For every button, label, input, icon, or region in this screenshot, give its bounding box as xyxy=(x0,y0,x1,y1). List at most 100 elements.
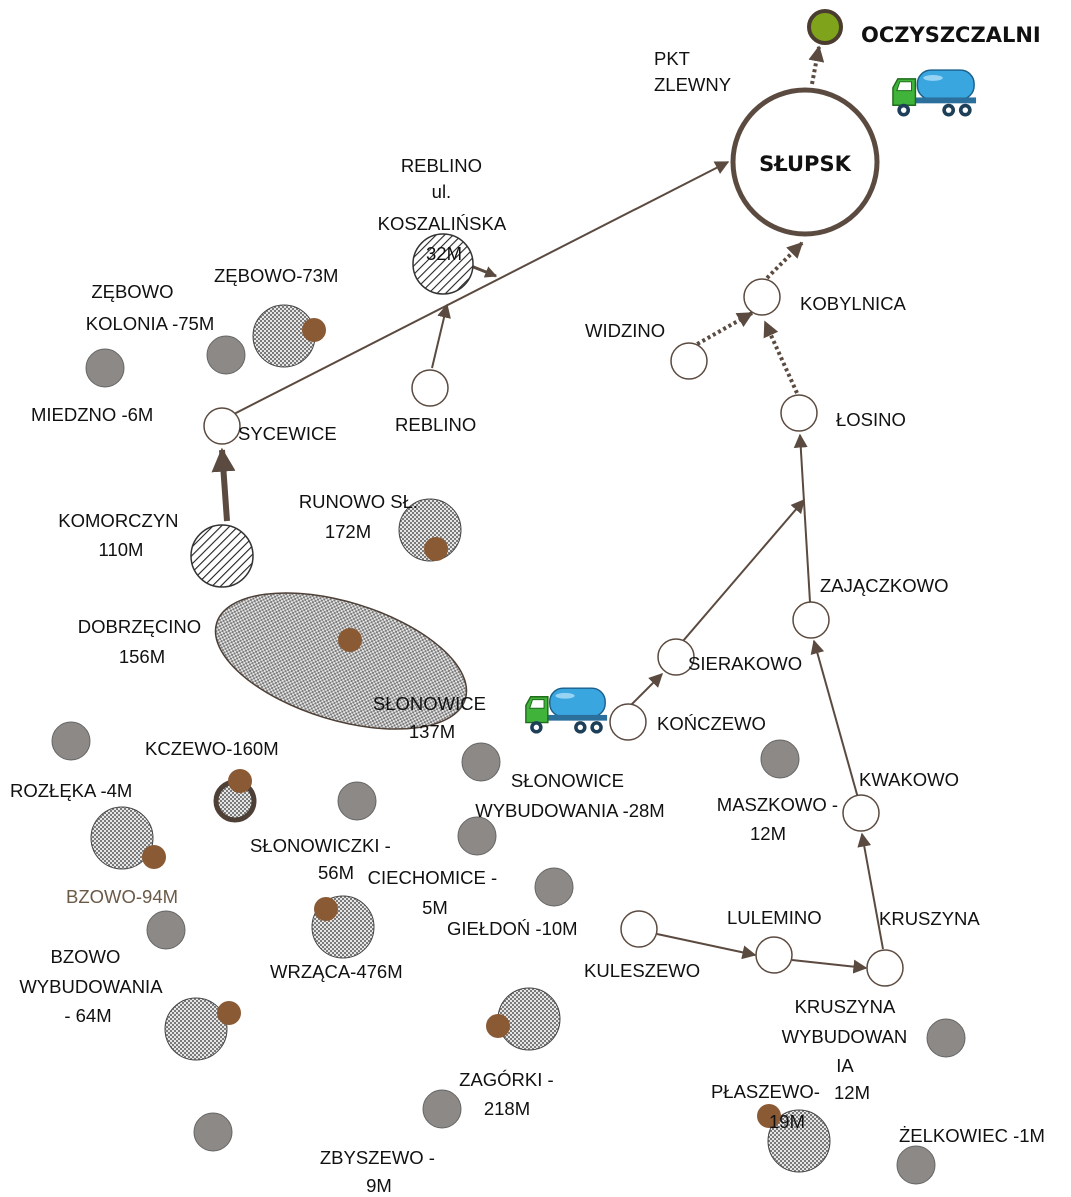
dotted-losino-kobylnica xyxy=(763,320,799,394)
dot-dobrzecino xyxy=(338,628,362,652)
node-slupsk[interactable] xyxy=(730,87,880,237)
label-komorczyn: KOMORCZYN 110M xyxy=(58,510,183,560)
node-oczyszczalnia[interactable] xyxy=(807,9,843,45)
node-kobylnica[interactable] xyxy=(743,278,781,316)
label-ciechomice: CIECHOMICE - 5M xyxy=(368,867,503,918)
label-konczewo: KOŃCZEWO xyxy=(657,713,766,734)
label-lulemino: LULEMINO xyxy=(727,907,822,928)
label-bzowo-wyb: BZOWO WYBUDOWANIA - 64M xyxy=(19,946,166,1026)
service-areas xyxy=(90,9,880,1173)
node-rozleka[interactable] xyxy=(51,721,91,761)
node-miedzno[interactable] xyxy=(85,348,125,388)
road-kuleszewo-lulemino xyxy=(656,933,757,960)
road-sierakowo-junction xyxy=(682,498,805,642)
collection-points xyxy=(142,318,781,1128)
label-maszkowo: MASZKOWO - 12M xyxy=(717,794,843,844)
road-komorczyn-sycewice xyxy=(211,447,236,522)
label-widzino: WIDZINO xyxy=(585,320,665,341)
label-runowo: RUNOWO SŁ. 172M xyxy=(299,491,423,542)
label-kruszyna: KRUSZYNA xyxy=(879,908,980,929)
label-sierakowo: SIERAKOWO xyxy=(688,653,802,674)
label-wrzaca: WRZĄCA-476M xyxy=(270,961,403,982)
label-oczyszczalnia: OCZYSZCZALNI xyxy=(861,23,1041,47)
node-bzowo-wyb[interactable] xyxy=(164,997,228,1061)
area-dobrzecino xyxy=(214,592,468,730)
label-kobylnica: KOBYLNICA xyxy=(800,293,907,314)
node-gieldon[interactable] xyxy=(534,867,574,907)
label-rozleka: ROZŁĘKA -4M xyxy=(10,780,132,801)
label-reblino-koszalinska: REBLINO ul. KOSZALIŃSKA 32M xyxy=(378,155,511,264)
road-kwakowo-zajaczkowo xyxy=(810,639,859,799)
node-zajaczkowo[interactable] xyxy=(792,601,830,639)
road-zajaczkowo-losino xyxy=(793,433,811,603)
label-zbyszewo: ZBYSZEWO - 9M xyxy=(320,1147,440,1196)
label-slupsk: SŁUPSK xyxy=(759,152,851,176)
node-zebowo-kolonia[interactable] xyxy=(206,335,246,375)
node-zbyszewo[interactable] xyxy=(422,1089,462,1129)
road-reblino-main xyxy=(431,303,451,369)
label-zebowo-73: ZĘBOWO-73M xyxy=(214,265,338,286)
node-sycewice[interactable] xyxy=(203,407,241,445)
label-slonowice: SŁONOWICE 137M xyxy=(373,693,491,742)
label-kczewo: KCZEWO-160M xyxy=(145,738,279,759)
dot-kczewo xyxy=(228,769,252,793)
label-slonowice-wyb: SŁONOWICE WYBUDOWANIA -28M xyxy=(475,770,664,821)
label-bzowo: BZOWO-94M xyxy=(66,886,178,907)
label-kruszyna-wyb: KRUSZYNA WYBUDOWAN IA 12M xyxy=(782,996,913,1103)
label-slonowiczki: SŁONOWICZKI - 56M xyxy=(250,835,396,883)
dotted-widzino-kobylnica xyxy=(691,311,754,349)
node-konczewo[interactable] xyxy=(609,703,647,741)
node-ciechomice[interactable] xyxy=(457,816,497,856)
node-reblino[interactable] xyxy=(411,369,449,407)
dot-zebowo xyxy=(302,318,326,342)
dot-plaszewo xyxy=(757,1104,781,1128)
label-plaszewo: PŁASZEWO- 19M xyxy=(711,1081,825,1132)
node-lulemino[interactable] xyxy=(755,936,793,974)
dot-bzowo-wyb xyxy=(217,1001,241,1025)
dot-bzowo xyxy=(142,845,166,869)
node-kruszyna-wyb[interactable] xyxy=(926,1018,966,1058)
road-kruszyna-kwakowo xyxy=(857,832,884,950)
label-zebowo-kolonia: ZĘBOWO KOLONIA -75M xyxy=(86,281,215,334)
tanker-truck-icon xyxy=(892,69,977,118)
dot-zagorki xyxy=(486,1014,510,1038)
node-bzowo-grey[interactable] xyxy=(146,910,186,950)
road-konczewo-sierakowo xyxy=(627,673,663,709)
node-scieznica[interactable] xyxy=(193,1112,233,1152)
plain-nodes xyxy=(203,278,904,987)
label-gieldon: GIEŁDOŃ -10M xyxy=(447,918,578,939)
node-reblino-koszalinska[interactable] xyxy=(412,233,474,295)
node-bzowo[interactable] xyxy=(90,806,154,870)
label-zelkowiec: ŻELKOWIEC -1M xyxy=(899,1125,1045,1146)
node-losino[interactable] xyxy=(780,394,818,432)
node-kruszyna[interactable] xyxy=(866,949,904,987)
dot-runowo xyxy=(424,537,448,561)
road-sycewice-slupsk xyxy=(233,161,730,415)
label-kuleszewo: KULESZEWO xyxy=(584,960,700,981)
node-komorczyn[interactable] xyxy=(190,524,254,588)
road-lulemino-kruszyna xyxy=(791,959,868,974)
node-widzino[interactable] xyxy=(670,342,708,380)
node-sierakowo[interactable] xyxy=(657,638,695,676)
node-zelkowiec[interactable] xyxy=(896,1145,936,1185)
dotted-slupsk-oczyszczalnia xyxy=(808,45,825,85)
node-slonowiczki[interactable] xyxy=(337,781,377,821)
node-slonowice-wyb[interactable] xyxy=(461,742,501,782)
label-miedzno: MIEDZNO -6M xyxy=(31,404,153,425)
label-kwakowo: KWAKOWO xyxy=(859,769,959,790)
label-zagorki: ZAGÓRKI - 218M xyxy=(459,1069,559,1119)
tanker-truck-icon xyxy=(525,687,608,735)
node-kwakowo[interactable] xyxy=(842,794,880,832)
label-pkt-zlewny: PKT ZLEWNY xyxy=(654,48,731,95)
road-reblino-koszalinska-main xyxy=(470,264,498,278)
label-reblino: REBLINO xyxy=(395,414,476,435)
node-plaszewo[interactable] xyxy=(767,1109,831,1173)
grey-nodes xyxy=(51,335,966,1185)
label-losino: ŁOSINO xyxy=(836,409,906,430)
dotted-kobylnica-slupsk xyxy=(765,241,804,280)
node-kuleszewo[interactable] xyxy=(620,910,658,948)
label-dobrzecino: DOBRZĘCINO 156M xyxy=(78,616,206,667)
labels: OCZYSZCZALNI PKT ZLEWNY SŁUPSK REBLINO u… xyxy=(10,23,1045,1196)
node-maszkowo[interactable] xyxy=(760,739,800,779)
